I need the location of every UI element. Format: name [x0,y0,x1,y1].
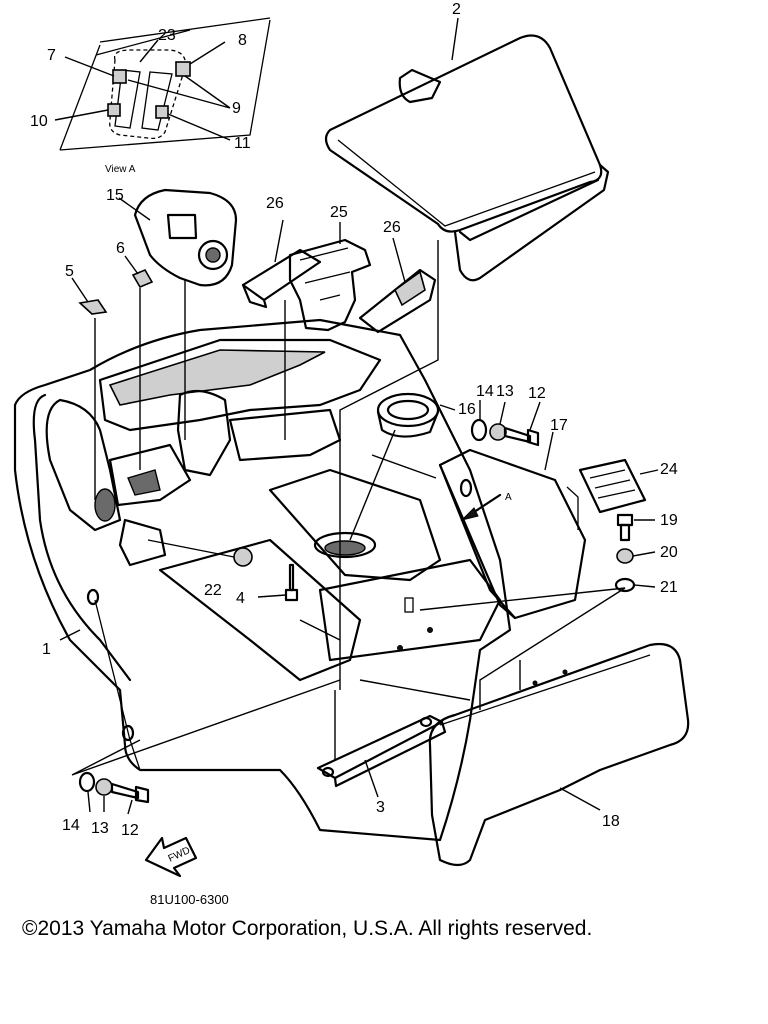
part-25-bracket [288,238,372,332]
part-26-pad-right [358,268,437,334]
callout-24: 24 [660,461,678,478]
part-6-clip [131,268,154,289]
view-a-part-11 [155,105,169,119]
view-a-part-7 [112,69,127,84]
arrow-a-label: A [505,492,512,503]
part-18-lower-panel [428,642,690,867]
fastener-set-right [614,513,636,593]
part-4-screw [284,563,299,602]
leader-lines [59,17,659,815]
part-22-plug [233,547,253,567]
part-16-grommet [376,392,440,438]
callout-11: 11 [234,135,251,152]
view-a-caption: View A [105,164,136,175]
callout-21: 21 [660,579,678,596]
fwd-arrow-icon: FWD [144,836,198,878]
callout-5: 5 [65,263,74,280]
callout-22: 22 [204,582,222,599]
callout-26-left: 26 [266,195,284,212]
callout-3: 3 [376,799,385,816]
fastener-set-lower [78,771,150,804]
part-26-pad-left [241,248,322,309]
callout-17: 17 [550,417,568,434]
callout-25: 25 [330,204,348,221]
callout-23: 23 [158,27,176,44]
callout-20: 20 [660,544,678,561]
part-15-meter-cover [133,188,238,287]
part-2-seat-lid [324,34,610,282]
callout-13-upper: 13 [496,383,514,400]
callout-8: 8 [238,32,247,49]
callout-4: 4 [236,590,245,607]
fastener-set-upper [470,418,540,447]
callout-2: 2 [452,1,461,18]
callout-9: 9 [232,100,241,117]
part-5-clip [78,299,108,315]
parts-diagram: View A [13,1,690,878]
diagram-code: 81U100-6300 [150,892,229,907]
part-24-label-lines [589,469,636,499]
part-24-label [578,458,647,514]
callout-10: 10 [30,113,48,130]
part-1-front-body [13,318,512,842]
part-17-side-panel [438,448,587,620]
copyright-notice: ©2013 Yamaha Motor Corporation, U.S.A. A… [22,917,593,940]
callout-13-lower: 13 [91,820,109,837]
callout-19: 19 [660,512,678,529]
callout-1: 1 [42,641,51,658]
view-a-part-10 [107,103,121,117]
callout-18: 18 [602,813,620,830]
callout-26-right: 26 [383,219,401,236]
part-3-bar [316,714,447,788]
callout-14-lower: 14 [62,817,80,834]
view-a-inset: View A [54,17,271,175]
callout-labels: 2 23 8 7 9 10 11 15 26 25 26 6 5 14 13 1… [30,1,678,839]
callout-16: 16 [458,401,476,418]
callout-15: 15 [106,187,124,204]
view-a-part-8 [175,61,191,77]
callout-12-upper: 12 [528,385,546,402]
arrow-a-head [460,507,479,521]
callout-14-upper: 14 [476,383,494,400]
callout-12-lower: 12 [121,822,139,839]
callout-7: 7 [47,47,56,64]
callout-6: 6 [116,240,125,257]
